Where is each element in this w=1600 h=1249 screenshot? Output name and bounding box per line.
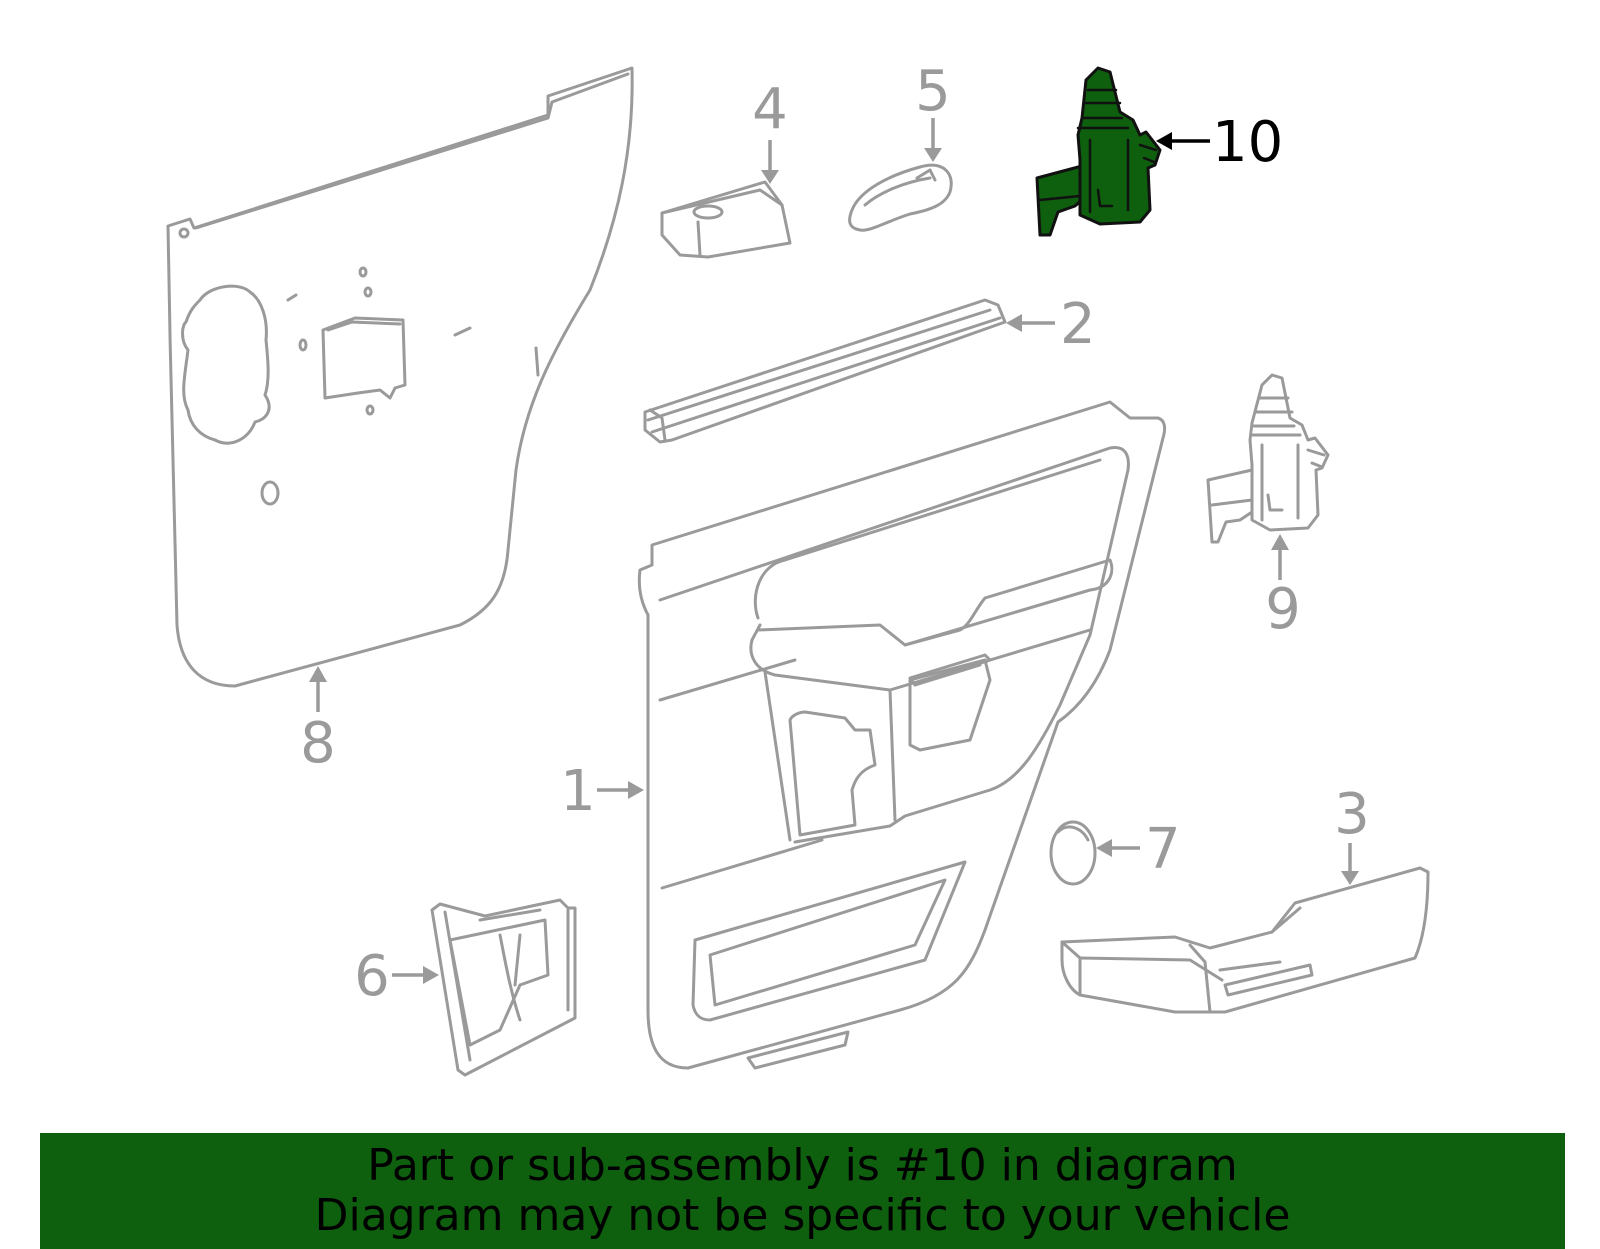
part-7-plug[interactable] [1049,820,1097,886]
callout-6: 6 [354,944,390,1009]
callout-labels: 4 5 10 2 8 9 1 7 3 6 [300,59,1370,1009]
part-5-switch-bezel[interactable] [848,163,953,232]
part-10-lock-actuator[interactable] [1035,66,1162,237]
callout-10: 10 [1212,110,1283,175]
callout-3: 3 [1334,782,1370,847]
callout-5: 5 [915,59,951,124]
leader-arrows [309,118,1359,984]
part-9-lock-actuator[interactable] [1206,373,1330,544]
part-2-belt-weatherstrip[interactable] [643,298,1007,444]
callout-8: 8 [300,711,336,776]
part-info-banner: Part or sub-assembly is #10 in diagram D… [40,1133,1565,1249]
part-4-bezel[interactable] [660,180,792,259]
part-8-door-panel-shield[interactable] [166,66,634,688]
callout-1: 1 [560,759,596,824]
banner-line-disclaimer: Diagram may not be specific to your vehi… [314,1190,1291,1241]
banner-line-part: Part or sub-assembly is #10 in diagram [367,1140,1238,1191]
callout-4: 4 [752,77,788,142]
part-1-door-trim-panel[interactable] [637,400,1167,1070]
callout-9: 9 [1265,577,1301,642]
callout-2: 2 [1060,292,1096,357]
callout-7: 7 [1145,817,1181,882]
part-3-armrest[interactable] [1060,866,1430,1014]
part-6-pull-cup[interactable] [430,898,577,1077]
